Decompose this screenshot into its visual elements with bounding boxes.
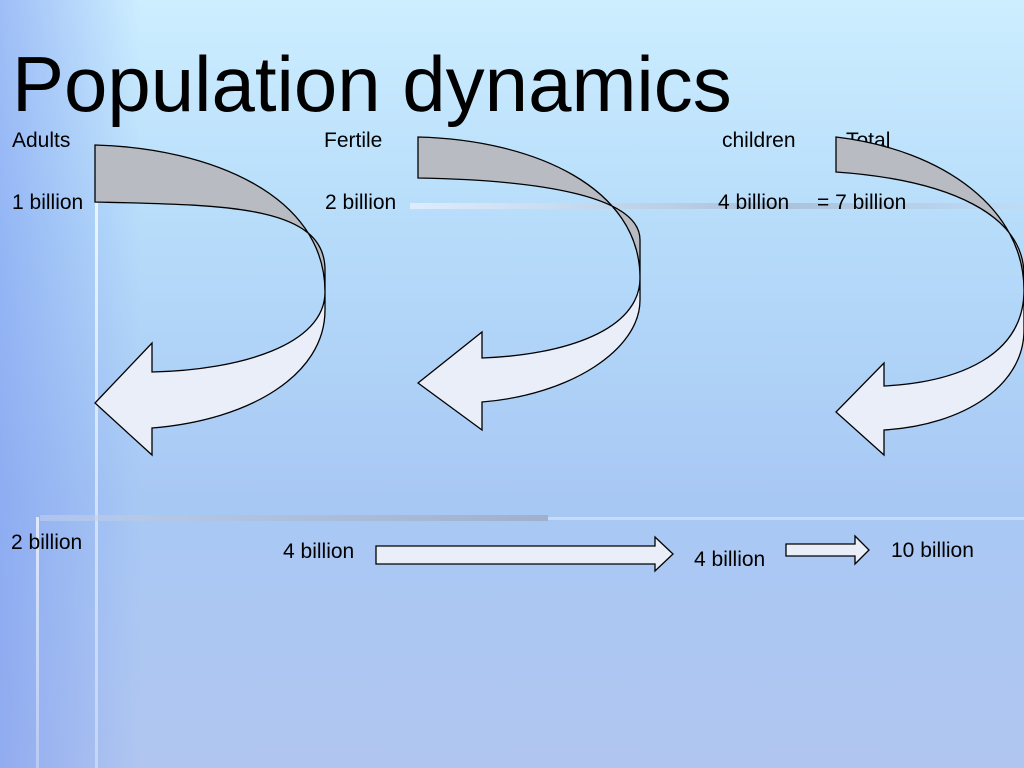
row2-children-value: 4 billion [694,548,766,571]
row1-fertile-value: 2 billion [325,191,397,214]
decorative-line [548,517,1024,520]
curved-arrow-back-face [417,136,641,279]
curved-arrow-front-face [94,291,326,457]
decorative-line [40,515,548,521]
curved-arrow-fertile [416,136,641,432]
header-children: children [722,129,796,152]
decorative-line [410,203,1024,209]
row1-children-value: 4 billion [718,191,790,214]
curved-arrow-front-face [416,277,641,432]
row2-fertile-value: 4 billion [283,540,355,563]
row1-total-value: = 7 billion [817,191,907,214]
decorative-line [36,517,39,768]
curved-arrow-back-face [94,144,326,293]
page-title: Population dynamics [12,40,732,128]
header-adults: Adults [12,129,71,152]
straight-arrow-children-to-total [785,534,870,566]
curved-arrow-adults [94,144,326,457]
curved-arrow-children [835,136,1024,457]
curved-arrow-front-face [835,289,1024,457]
row2-total-value: 10 billion [891,539,974,562]
row2-adults-value: 2 billion [11,531,83,554]
header-fertile: Fertile [324,129,383,152]
decorative-line [95,203,98,768]
curved-arrow-back-face [835,136,1024,291]
straight-arrow-fertile-to-children [375,535,674,573]
row1-adults-value: 1 billion [12,191,84,214]
